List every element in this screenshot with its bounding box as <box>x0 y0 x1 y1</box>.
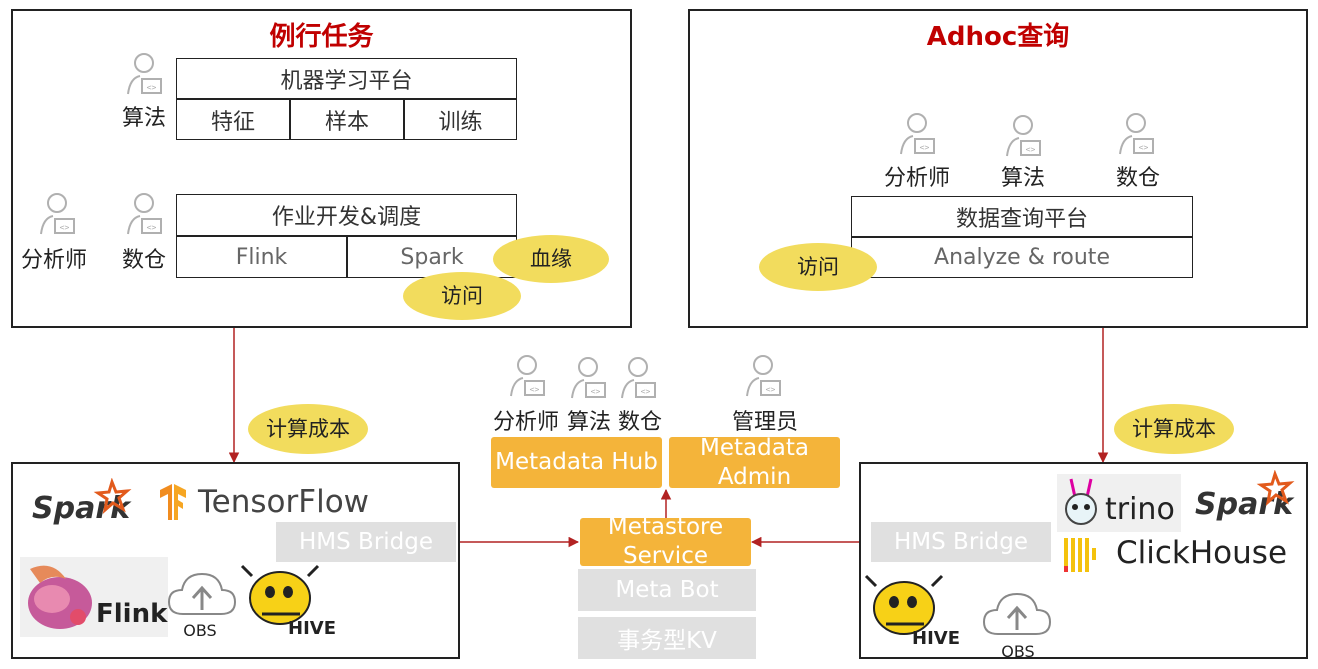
svg-text:<>: <> <box>60 223 70 232</box>
flink-cell: Flink <box>176 236 347 278</box>
svg-text:<>: <> <box>147 223 157 232</box>
svg-text:<>: <> <box>591 387 601 396</box>
hive-logo-right: HIVE <box>864 574 960 654</box>
job-platform-header: 作业开发&调度 <box>176 194 517 236</box>
flink-logo: Flink <box>20 557 168 637</box>
person-icon: <> <box>618 356 658 404</box>
tensorflow-logo-icon <box>158 482 188 522</box>
algo-role-label: 算法 <box>121 106 166 131</box>
metadata-admin-box: Metadata Admin <box>669 435 840 490</box>
obs-label-left: OBS <box>183 621 217 640</box>
svg-text:Spark: Spark <box>32 491 132 526</box>
person-icon: <> <box>568 356 608 404</box>
flink-logo-text: Flink <box>96 599 168 629</box>
svg-text:<>: <> <box>1139 143 1149 152</box>
trino-logo: trino <box>1057 474 1181 532</box>
spark-logo-right: Spark <box>1193 469 1298 522</box>
hive-logo-text-left: HIVE <box>288 618 336 639</box>
person-icon: <> <box>897 112 937 160</box>
trino-logo-text: trino <box>1105 492 1175 527</box>
compute-cost-right: 计算成本 <box>1114 404 1234 454</box>
analyst-role-label: 分析师 <box>20 248 87 273</box>
svg-text:Spark: Spark <box>1195 487 1295 522</box>
right-hms-bridge: HMS Bridge <box>871 522 1051 562</box>
center-admin-label: 管理员 <box>731 410 798 435</box>
routine-tasks-title: 例行任务 <box>269 22 374 52</box>
adhoc-query-title: Adhoc查询 <box>926 22 1070 52</box>
svg-text:<>: <> <box>641 387 651 396</box>
center-analyst-label: 分析师 <box>492 410 559 435</box>
svg-text:<>: <> <box>766 385 776 394</box>
lineage-ellipse: 血缘 <box>493 235 609 283</box>
svg-text:<>: <> <box>920 143 930 152</box>
metastore-service-box: Metastore Service <box>580 514 751 569</box>
analyze-route-cell: Analyze & route <box>851 237 1193 278</box>
person-icon: <> <box>124 52 164 100</box>
access-ellipse-left: 访问 <box>403 272 521 320</box>
clickhouse-logo-text: ClickHouse <box>1116 535 1288 571</box>
ml-platform-header: 机器学习平台 <box>176 58 517 99</box>
person-icon: <> <box>743 354 783 402</box>
person-icon: <> <box>1003 114 1043 162</box>
ml-train-cell: 训练 <box>404 99 517 140</box>
clickhouse-logo-icon <box>1062 536 1102 574</box>
hive-logo-text-right: HIVE <box>912 628 960 649</box>
tensorflow-logo-text: TensorFlow <box>198 484 370 520</box>
adhoc-analyst-label: 分析师 <box>883 166 950 191</box>
adhoc-algo-label: 算法 <box>1000 166 1045 191</box>
hive-logo: HIVE <box>240 564 336 642</box>
access-ellipse-right: 访问 <box>759 243 877 291</box>
obs-cloud-icon <box>165 566 239 642</box>
dw-role-label: 数仓 <box>121 248 166 273</box>
svg-text:<>: <> <box>1026 145 1036 154</box>
svg-text:<>: <> <box>530 385 540 394</box>
center-algo-label: 算法 <box>566 410 611 435</box>
metadata-hub-box: Metadata Hub <box>491 437 662 488</box>
spark-cell: Spark <box>347 236 517 278</box>
person-icon: <> <box>37 192 77 240</box>
query-platform-header: 数据查询平台 <box>851 196 1193 237</box>
transactional-kv-box: 事务型KV <box>578 617 756 659</box>
center-dw-label: 数仓 <box>617 410 662 435</box>
ml-sample-cell: 样本 <box>290 99 404 140</box>
ml-feature-cell: 特征 <box>176 99 290 140</box>
obs-label-right: OBS <box>1001 642 1035 661</box>
svg-text:<>: <> <box>147 83 157 92</box>
person-icon: <> <box>1116 112 1156 160</box>
meta-bot-box: Meta Bot <box>578 569 756 611</box>
person-icon: <> <box>507 354 547 402</box>
person-icon: <> <box>124 192 164 240</box>
obs-cloud-icon <box>980 586 1054 642</box>
spark-logo: Spark <box>30 477 135 526</box>
adhoc-dw-label: 数仓 <box>1115 166 1160 191</box>
left-hms-bridge: HMS Bridge <box>276 522 456 562</box>
compute-cost-left: 计算成本 <box>248 404 368 454</box>
